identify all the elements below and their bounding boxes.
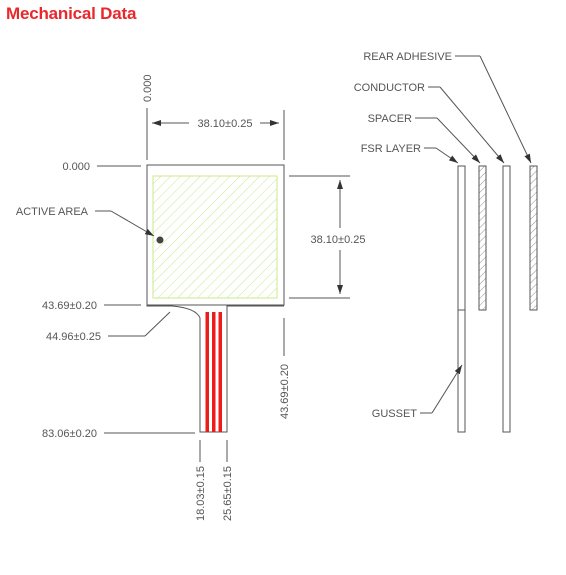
label-active-area: ACTIVE AREA	[16, 206, 89, 218]
dim-tail-flare: 44.96±0.25	[46, 331, 101, 343]
sensor-front-view	[146, 164, 285, 433]
dim-origin-x: 0.000	[142, 74, 154, 102]
layer-rear-adhesive	[529, 165, 538, 311]
label-fsr-layer: FSR LAYER	[361, 143, 421, 155]
dim-height: 38.10±0.25	[311, 234, 366, 246]
label-rear-adhesive: REAR ADHESIVE	[363, 51, 452, 63]
layer-conductor	[502, 165, 511, 433]
label-spacer: SPACER	[368, 113, 412, 125]
dim-tail-length: 43.69±0.20	[279, 364, 291, 419]
dim-tail-start: 43.69±0.20	[42, 300, 97, 312]
active-area	[152, 175, 278, 299]
trace-2	[212, 312, 216, 432]
layer-leaders	[415, 55, 532, 414]
label-conductor: CONDUCTOR	[354, 82, 425, 94]
trace-3	[218, 312, 222, 432]
page-title: Mechanical Data	[6, 4, 137, 23]
layer-stack-side-view	[457, 165, 538, 433]
active-area-marker	[156, 236, 164, 244]
dimension-lines	[95, 108, 350, 462]
layer-fsr	[457, 165, 466, 433]
dim-origin-y: 0.000	[62, 161, 90, 173]
layer-spacer	[478, 165, 487, 311]
dim-trace-right: 25.65±0.15	[222, 466, 234, 521]
dim-trace-left: 18.03±0.15	[195, 466, 207, 521]
trace-1	[205, 312, 209, 432]
dim-width: 38.10±0.25	[198, 118, 253, 130]
dim-tail-end: 83.06±0.20	[42, 428, 97, 440]
label-gusset: GUSSET	[372, 408, 418, 420]
